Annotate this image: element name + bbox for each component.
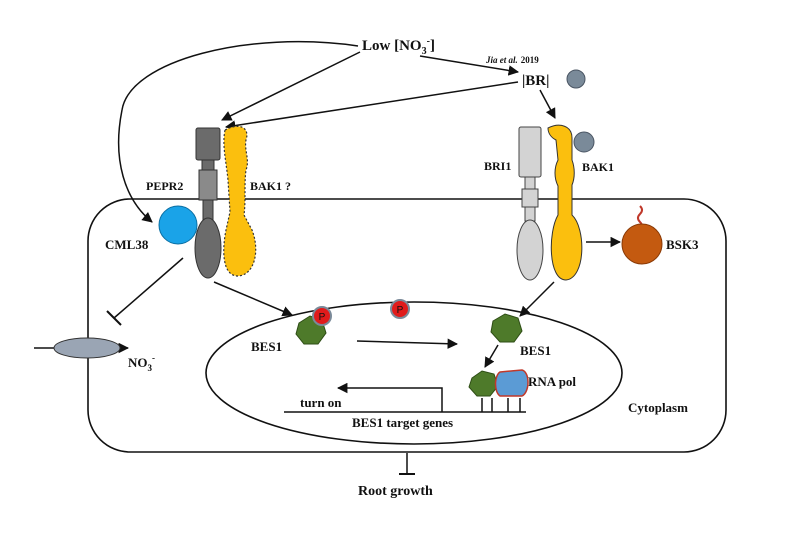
arrow-no3-to-pepr2 [221,51,361,121]
arrow-pepr2-to-bes1 [213,281,293,317]
arrow-br-to-pepr2 [224,81,519,131]
cml38-protein [158,205,198,245]
bes1-left-label: BES1 [251,339,282,354]
phospho-free-label: P [397,305,404,316]
bri1-label: BRI1 [484,159,511,173]
arrow-bri1-to-bes1 [519,281,555,317]
arrow-no3-to-cml38 [117,40,359,223]
bak1-label: BAK1 [582,160,614,174]
nitrate-label: NO3- [128,353,155,373]
bak1-question-label: BAK1 ? [250,179,291,193]
citation-label: Jia et al.2019 [485,55,539,65]
root-growth-label: Root growth [358,484,433,499]
turn-on-label: turn on [300,395,342,410]
cytoplasm-label: Cytoplasm [628,400,688,415]
arrow-dephosphorylation [356,338,459,349]
arrow-bes1-to-promoter [484,344,499,368]
phospho-group-free [390,299,410,319]
phospho-group-bound [312,306,332,326]
br-label: |BR| [522,73,549,89]
low-nitrate-label: Low [NO3-] [362,36,435,57]
bes1-active [490,313,523,343]
br-ligand-bound [573,131,595,153]
phospho-bound-label: P [319,312,326,323]
nucleus [205,301,623,445]
bes1-right-label: BES1 [520,343,551,358]
inhibit-cml38-transporter [113,257,184,319]
target-genes-label: BES1 target genes [352,415,453,430]
cml38-label: CML38 [105,237,149,252]
pepr2-receptor [194,127,222,279]
bri1-receptor [516,126,544,281]
br-ligand-free [566,69,586,89]
arrow-br-to-bri1 [539,89,556,119]
arrow-no3-to-br [419,55,520,76]
bsk3-protein [621,223,663,265]
nitrate-transporter [53,337,121,359]
bes1-on-promoter [468,370,499,397]
rna-pol-label: RNA pol [528,374,576,389]
bak1-coreceptor [547,124,583,281]
transcription-arrow [336,382,443,412]
bak1-putative [223,125,257,277]
pepr2-label: PEPR2 [146,179,183,193]
bsk3-label: BSK3 [666,237,699,252]
inhibit-bar-transporter [106,310,122,326]
cell-membrane [87,198,727,453]
rna-polymerase [494,369,529,397]
